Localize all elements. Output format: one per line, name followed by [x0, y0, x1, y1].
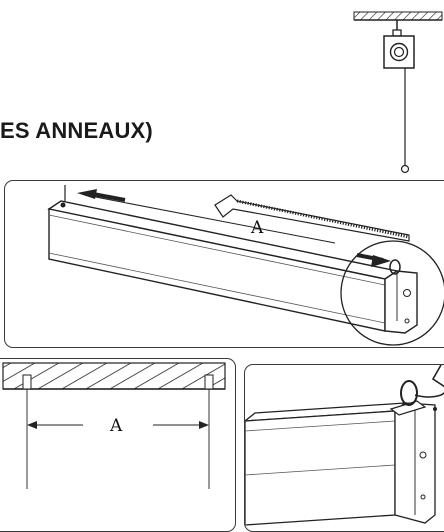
measure-a-label-top: A [250, 218, 264, 238]
ceiling-section-drawing: A [2, 362, 226, 489]
measure-a-label-bottom: A [109, 416, 123, 436]
ceiling-measure-panel: A [0, 358, 236, 532]
ring-hook-drawing [245, 365, 444, 526]
ring-hook-closeup-panel [244, 364, 444, 532]
screen-case-drawing: A [47, 185, 444, 346]
section-heading: ES ANNEAUX) [0, 118, 153, 143]
pulley-icon [353, 11, 443, 174]
screen-case-overview-panel: A [4, 180, 444, 348]
ceiling-pulley-diagram [346, 0, 444, 178]
